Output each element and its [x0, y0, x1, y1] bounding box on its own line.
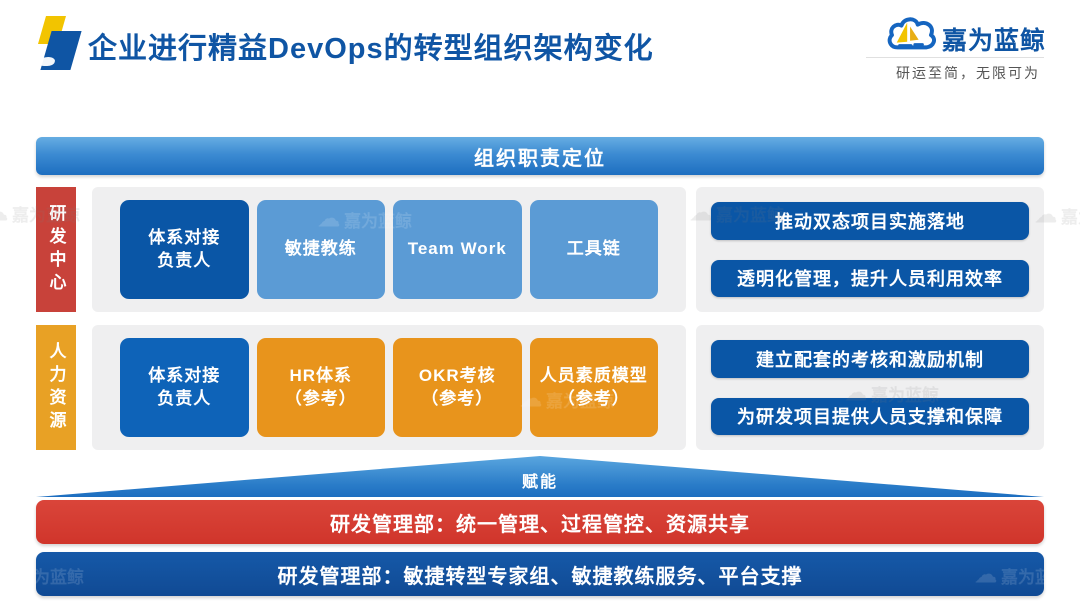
- box-hr-system: HR体系 （参考）: [256, 338, 385, 437]
- cloud-icon: ☁: [0, 562, 12, 587]
- box-team-work: Team Work: [393, 200, 522, 299]
- page-title: 企业进行精益DevOps的转型组织架构变化: [88, 33, 654, 65]
- box-agile-coach: 敏捷教练: [256, 200, 385, 299]
- box-system-liaison-rd: 体系对接 负责人: [120, 200, 249, 299]
- logo-divider: [866, 57, 1044, 58]
- group-label-rd-center: 研发中心: [36, 187, 76, 312]
- enable-arrow-label: 赋能: [521, 474, 558, 491]
- group-label-hr: 人力资源: [36, 325, 76, 450]
- banner-rd-management-unified: 研发管理部：统一管理、过程管控、资源共享: [36, 500, 1044, 544]
- pill-dual-mode-projects: 推动双态项目实施落地: [711, 202, 1029, 240]
- box-toolchain: 工具链: [529, 200, 658, 299]
- brand-name: 嘉为蓝鲸: [941, 26, 1046, 55]
- hr-roles-panel: 体系对接 负责人 HR体系 （参考） OKR考核 （参考） 人员素质模型 （参考…: [92, 325, 686, 450]
- pill-incentive-mechanism: 建立配套的考核和激励机制: [711, 340, 1029, 378]
- section-banner-responsibility: 组织职责定位: [36, 137, 1044, 175]
- brand-logo: 嘉为蓝鲸: [886, 16, 1046, 61]
- hr-duties-panel: 建立配套的考核和激励机制 为研发项目提供人员支撑和保障: [696, 325, 1044, 450]
- pill-staff-support: 为研发项目提供人员支撑和保障: [711, 397, 1029, 435]
- enable-arrow: 赋能: [36, 456, 1044, 497]
- brand-tagline: 研运至简，无限可为: [896, 65, 1040, 81]
- banner-rd-management-agile: 研发管理部：敏捷转型专家组、敏捷教练服务、平台支撑: [36, 552, 1044, 596]
- rd-roles-panel: 体系对接 负责人 敏捷教练 Team Work 工具链: [92, 187, 686, 312]
- pill-transparent-management: 透明化管理，提升人员利用效率: [711, 259, 1029, 297]
- cloud-icon: ☁: [0, 200, 8, 226]
- box-competency-model: 人员素质模型 （参考）: [529, 338, 658, 437]
- rd-duties-panel: 推动双态项目实施落地 透明化管理，提升人员利用效率: [696, 187, 1044, 312]
- box-okr-assessment: OKR考核 （参考）: [393, 338, 522, 437]
- box-system-liaison-hr: 体系对接 负责人: [120, 338, 249, 437]
- cloud-sail-logo-icon: [886, 16, 936, 61]
- title-lightning-icon: [30, 14, 84, 72]
